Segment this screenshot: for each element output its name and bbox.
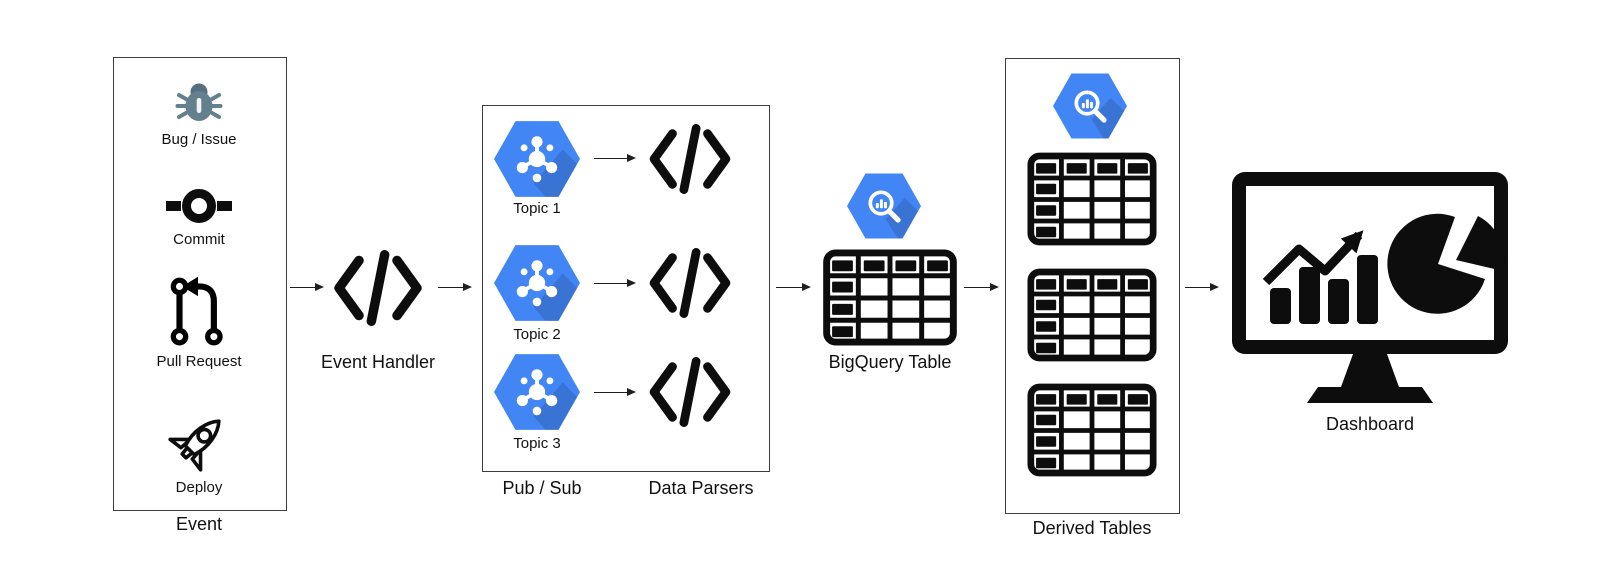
arrow-bigquery-to-derived <box>964 283 999 292</box>
bigquery-hexagon-icon <box>1053 72 1127 140</box>
event-group-label: Event <box>175 514 223 534</box>
event-handler-label: Event Handler <box>320 352 436 372</box>
bug-icon <box>175 83 223 121</box>
pubsub-hexagon-icon <box>494 351 580 433</box>
arrow-topic1-to-parser <box>594 154 636 163</box>
code-icon <box>644 248 736 318</box>
arrow-handler-to-pubsub <box>438 283 472 292</box>
arrow-parsers-to-bigquery <box>776 283 811 292</box>
pull-request-icon <box>170 276 223 346</box>
code-icon <box>326 250 430 326</box>
table-grid-icon <box>1027 152 1157 246</box>
arrow-event-to-handler <box>290 283 324 292</box>
code-icon <box>644 357 736 427</box>
derived-tables-label: Derived Tables <box>1032 518 1152 538</box>
event-item-label: Pull Request <box>156 353 242 370</box>
pubsub-hexagon-icon <box>494 118 580 200</box>
arrow-topic3-to-parser <box>594 388 636 397</box>
arrow-derived-to-dashboard <box>1185 283 1219 292</box>
pubsub-hexagon-icon <box>494 242 580 324</box>
dashboard-label: Dashboard <box>1325 414 1415 434</box>
pubsub-label: Pub / Sub <box>502 478 582 498</box>
table-grid-icon <box>1027 268 1157 362</box>
event-item-label: Commit <box>173 231 225 248</box>
rocket-icon <box>168 419 221 472</box>
event-item-label: Bug / Issue <box>161 131 237 148</box>
table-grid-icon <box>1027 383 1157 477</box>
topic-label: Topic 3 <box>513 435 561 452</box>
topic-label: Topic 2 <box>513 326 561 343</box>
data-parsers-label: Data Parsers <box>648 478 754 498</box>
code-icon <box>644 124 736 194</box>
monitor-charts-icon <box>1232 172 1508 403</box>
arrow-topic2-to-parser <box>594 279 636 288</box>
event-item-label: Deploy <box>175 479 223 496</box>
topic-label: Topic 1 <box>513 200 561 217</box>
table-grid-icon <box>822 249 958 346</box>
bigquery-table-label: BigQuery Table <box>828 352 952 372</box>
commit-icon <box>166 189 232 223</box>
bigquery-hexagon-icon <box>847 172 921 240</box>
